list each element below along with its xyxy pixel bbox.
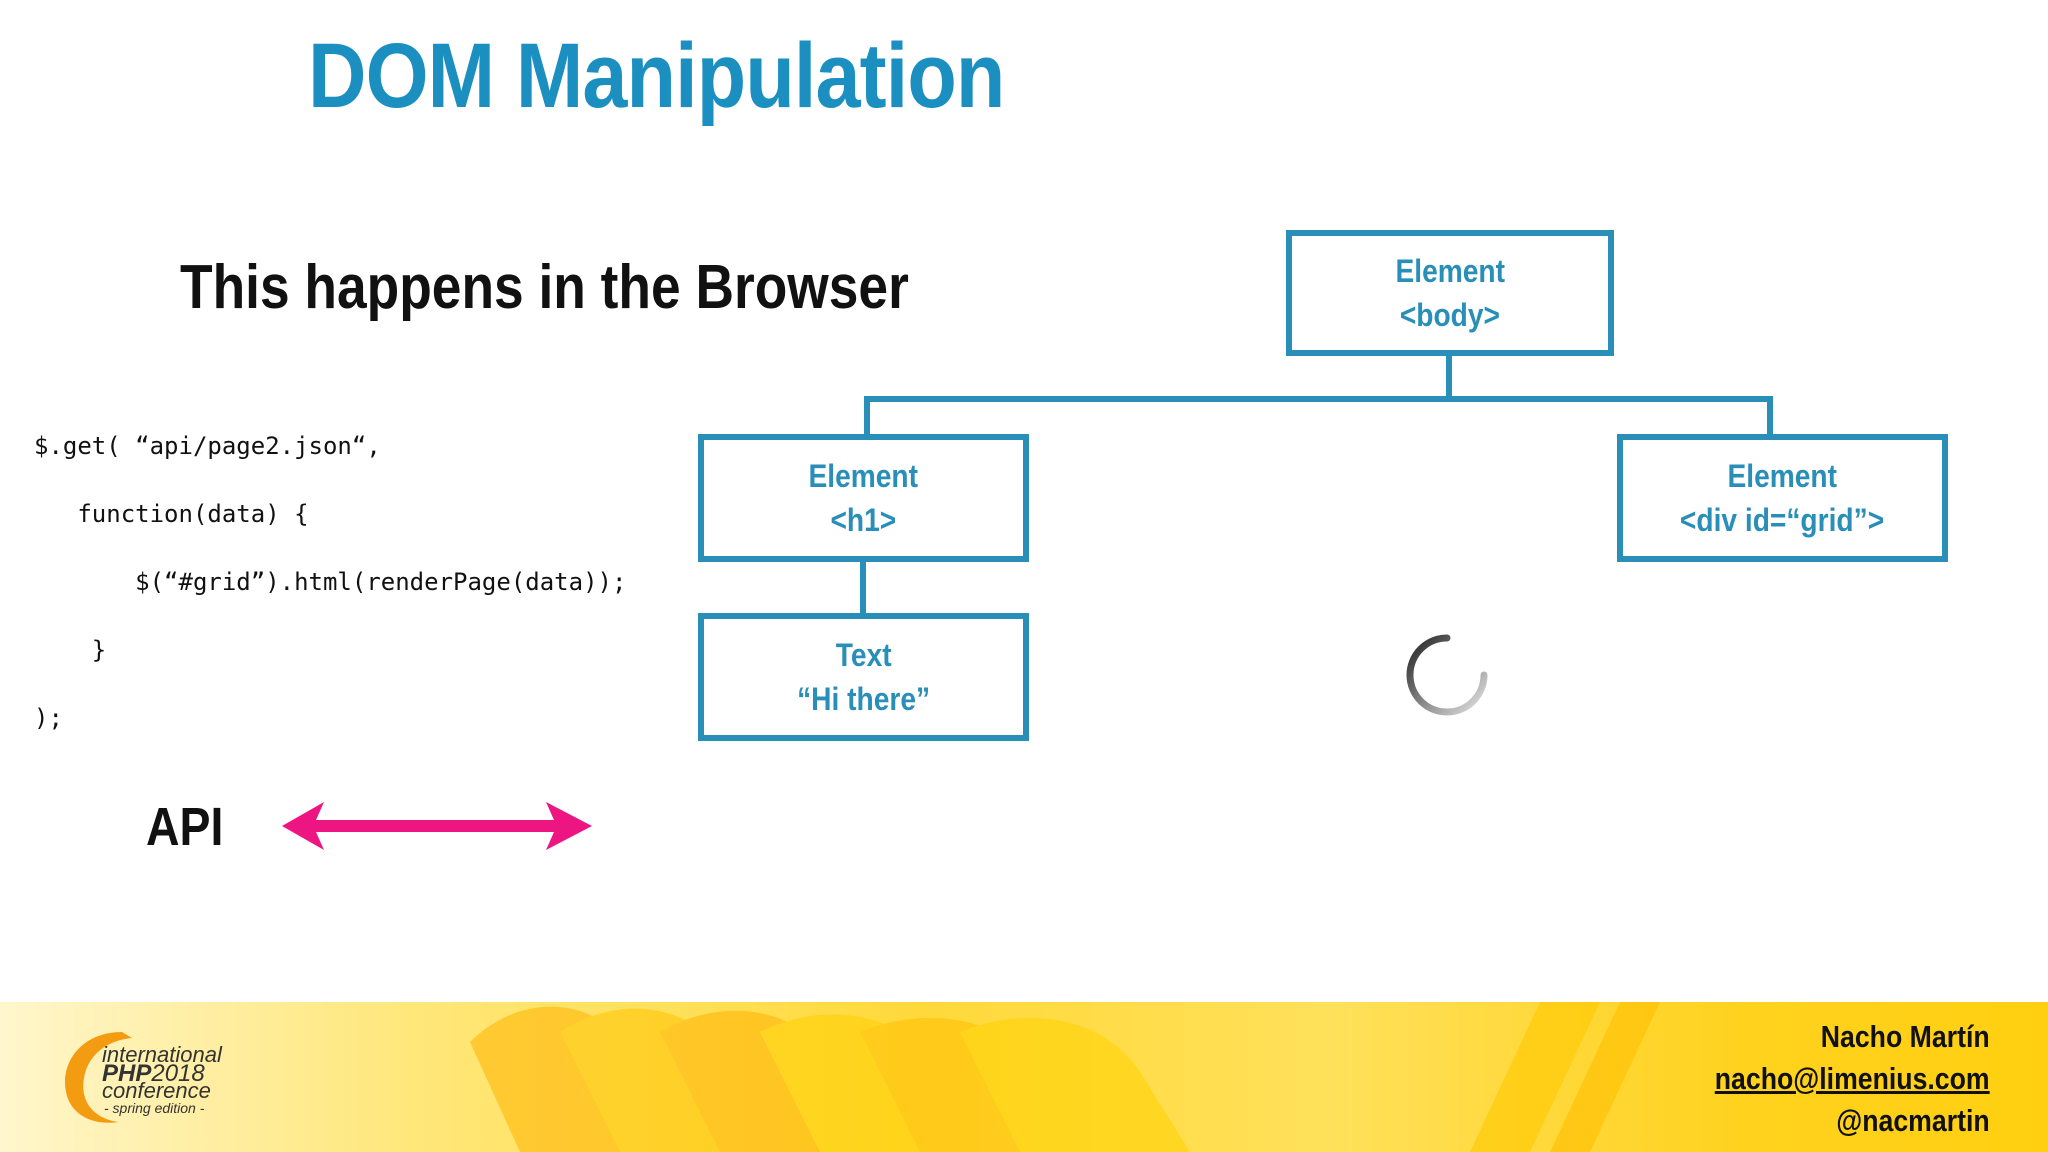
code-line: $(“#grid”).html(renderPage(data)); <box>34 568 627 596</box>
conference-logo-icon <box>65 1032 132 1123</box>
slide-title: DOM Manipulation <box>308 25 1005 127</box>
ribbon-decoration <box>470 1002 1660 1152</box>
spinner-icon <box>1406 634 1488 716</box>
conference-line3: conference <box>102 1078 211 1103</box>
dom-node-body: Element <body> <box>1286 230 1614 356</box>
node-tag: <body> <box>1399 297 1501 333</box>
conference-line2: PHP2018 <box>102 1060 205 1088</box>
code-line: ); <box>34 704 63 732</box>
speaker-name: Nacho Martín <box>1821 1019 1990 1054</box>
dom-node-text: Text “Hi there” <box>698 613 1029 741</box>
code-line: $.get( “api/page2.json“, <box>34 432 381 460</box>
slide-subtitle: This happens in the Browser <box>180 253 909 322</box>
dom-node-h1: Element <h1> <box>698 434 1029 562</box>
node-type: Element <box>1395 253 1505 289</box>
code-line: } <box>34 636 107 664</box>
node-type: Text <box>835 637 892 673</box>
node-type: Element <box>808 458 919 494</box>
speaker-email-link[interactable]: nacho@limenius.com <box>1715 1061 1990 1096</box>
code-line: function(data) { <box>34 500 309 528</box>
node-value: “Hi there” <box>796 681 930 717</box>
conference-edition: - spring edition - <box>104 1100 205 1116</box>
node-type: Element <box>1727 458 1838 494</box>
speaker-info: Nacho Martín nacho@limenius.com @nacmart… <box>1670 1016 1990 1142</box>
conference-php: PHP <box>102 1060 152 1087</box>
double-arrow-icon <box>282 802 592 850</box>
node-tag: <h1> <box>830 502 897 538</box>
speaker-handle: @nacmartin <box>1836 1103 1990 1138</box>
conference-year: 2018 <box>151 1060 205 1087</box>
footer-banner: international PHP2018 conference - sprin… <box>0 1002 2048 1152</box>
api-label: API <box>146 797 224 857</box>
node-tag: <div id=“grid”> <box>1680 502 1885 538</box>
conference-line1: international <box>102 1042 222 1067</box>
dom-node-div-grid: Element <div id=“grid”> <box>1617 434 1948 562</box>
